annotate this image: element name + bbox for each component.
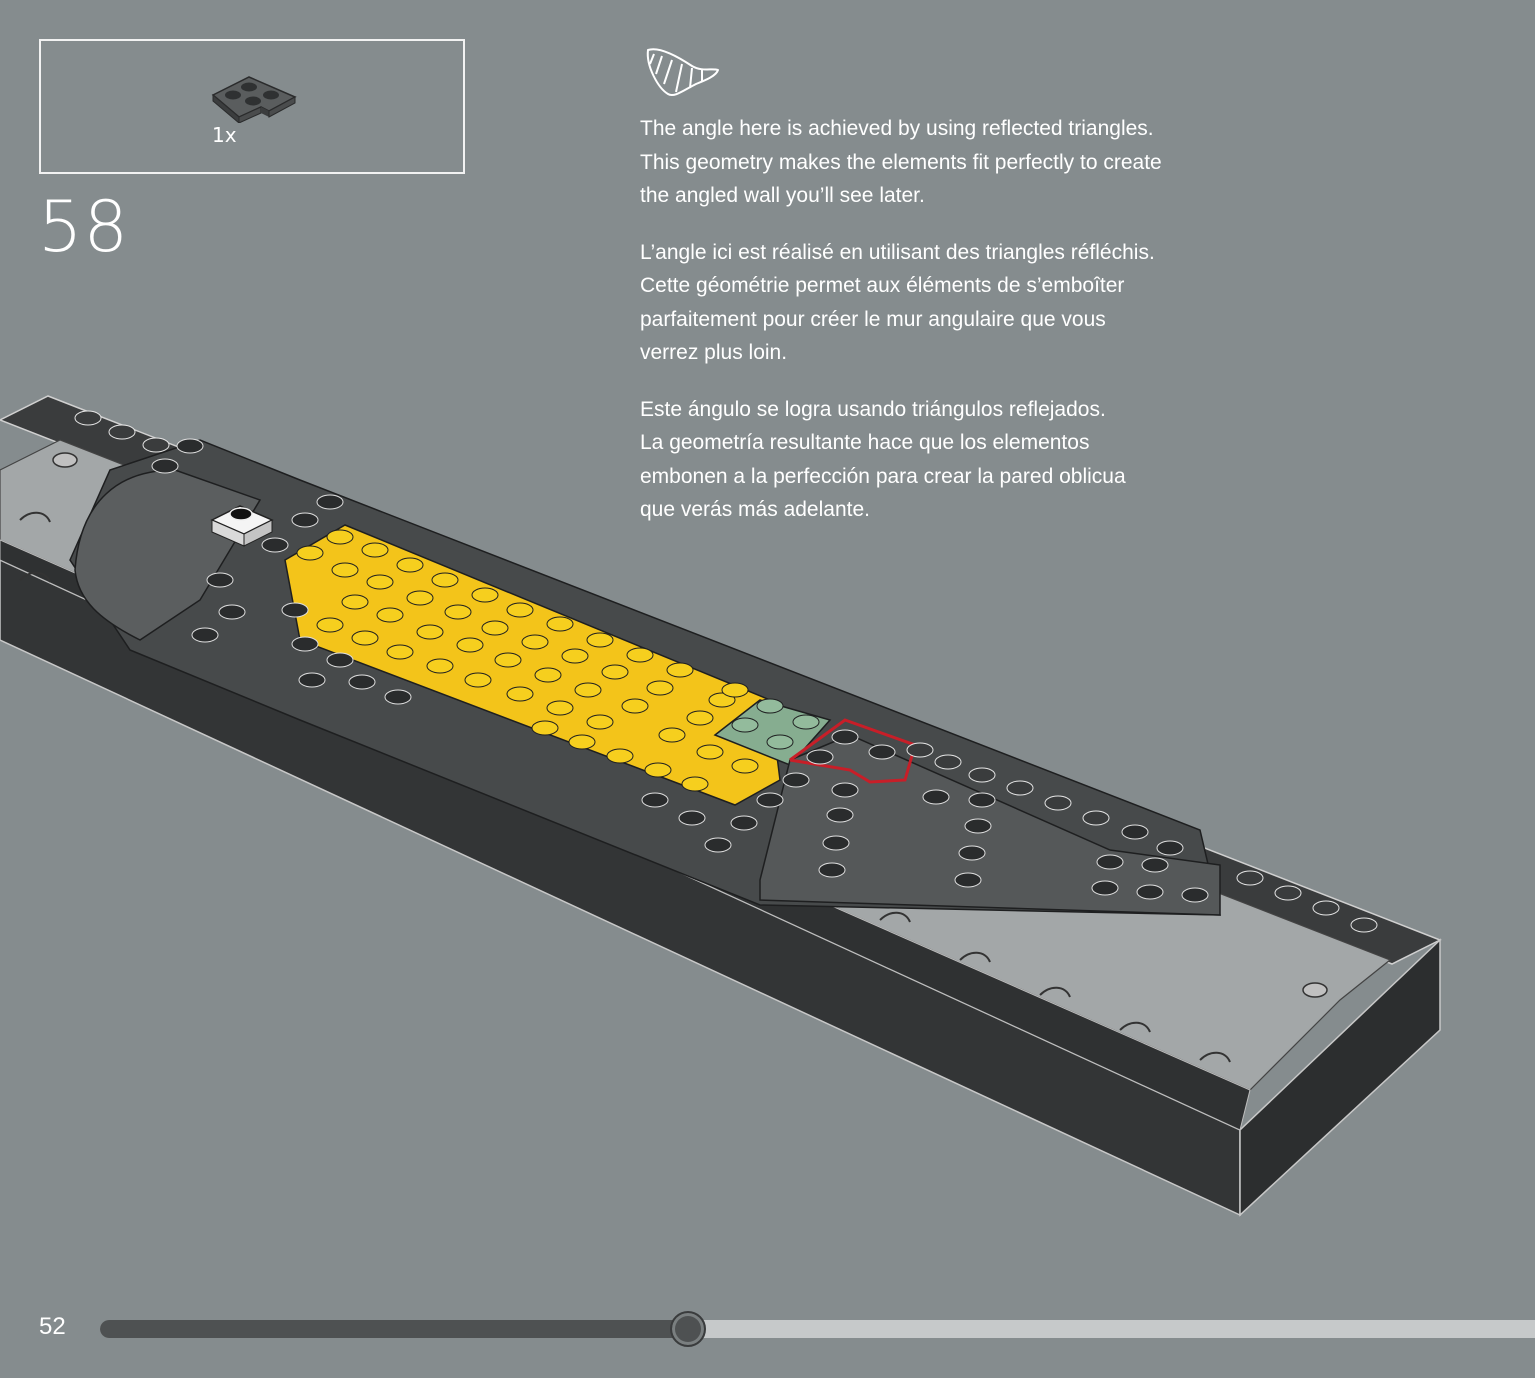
tip-text-fr: L’angle ici est réalisé en utilisant des… [640,240,1155,365]
croissant-icon [646,48,719,96]
model-illustration [0,395,1442,1217]
step-number: 58 [38,186,130,268]
progress-fill [100,1320,689,1338]
baseplate-end [1239,938,1441,1217]
tip-text-es: Este ángulo se logra usando triángulos r… [640,397,1126,522]
part-quantity: 1x [212,123,237,147]
parts-callout: 1x [39,39,465,174]
tip-text-en: The angle here is achieved by using refl… [640,117,1162,207]
new-part-highlight [789,718,917,784]
brick-corner-plate-icon [211,76,297,123]
progress-bar [100,1311,1535,1347]
page-number: 52 [39,1313,66,1340]
tip-text: The angle here is achieved by using refl… [640,112,1280,550]
progress-knob [670,1311,707,1347]
